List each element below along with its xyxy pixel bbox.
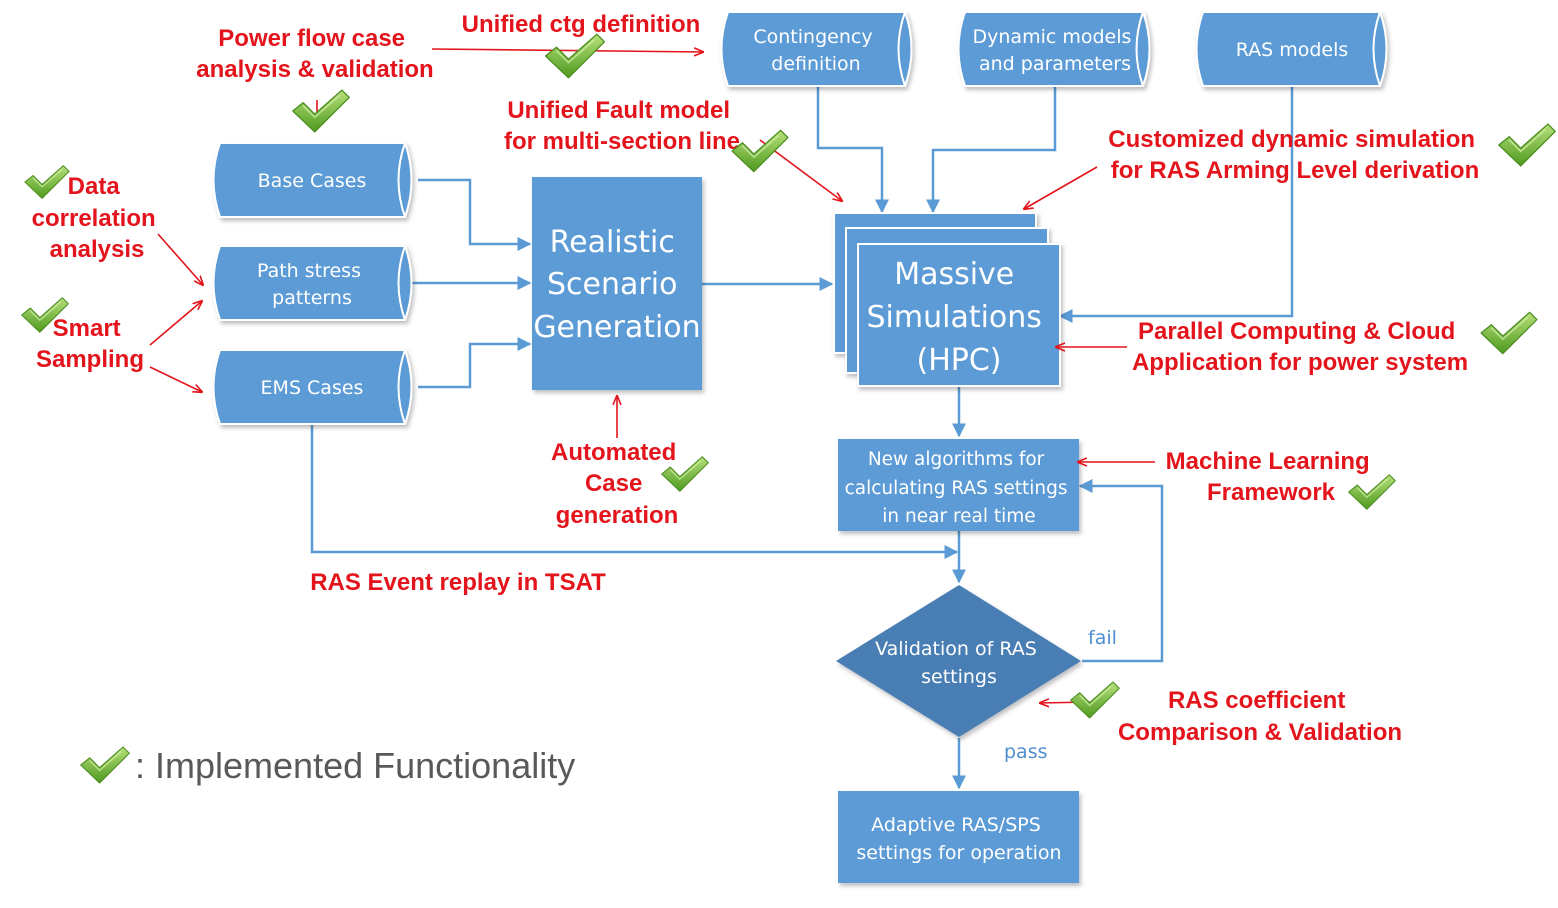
annotation-customized: Customized dynamic simulation for RAS Ar… — [1108, 126, 1481, 184]
path-stress-label: Path stress patterns — [257, 260, 367, 309]
check-icon — [80, 746, 130, 784]
connector-ras-models-to-massive — [1058, 86, 1294, 323]
adaptive-settings-node: Adaptive RAS/SPS settings for operation — [838, 791, 1079, 883]
dynamic-models-node: Dynamic models and parameters — [957, 11, 1151, 87]
arrow-customized — [1024, 166, 1098, 209]
base-cases-label: Base Cases — [258, 170, 367, 192]
massive-simulations-node: Massive Simulations (HPC) — [833, 212, 1061, 387]
connector-contingency-to-massive — [816, 86, 889, 214]
adaptive-settings-label: Adaptive RAS/SPS settings for operation — [856, 814, 1061, 864]
ems-cases-node: EMS Cases — [212, 349, 413, 425]
annotation-power-flow: Power flow case analysis & validation — [196, 25, 433, 83]
check-icon — [24, 165, 70, 199]
check-icon — [1480, 311, 1538, 355]
legend: : Implemented Functionality — [80, 745, 575, 786]
annotation-data-correlation: Data correlation analysis — [32, 173, 163, 263]
flow-connectors — [310, 86, 1294, 790]
connector-base-to-realistic — [418, 178, 532, 251]
annotation-arrows — [149, 49, 1155, 703]
annotation-unified-fault: Unified Fault model for multi-section li… — [504, 97, 740, 155]
realistic-scenario-label: Realistic Scenario Generation — [533, 225, 700, 345]
legend-text: : Implemented Functionality — [135, 745, 575, 786]
ras-models-node: RAS models — [1195, 11, 1388, 87]
base-cases-node: Base Cases — [212, 142, 413, 218]
annotation-smart-sampling: Smart Sampling — [36, 315, 144, 373]
ras-models-label: RAS models — [1236, 39, 1349, 61]
check-icon — [291, 89, 351, 133]
massive-simulations-label: Massive Simulations (HPC) — [867, 257, 1052, 378]
check-icon — [1497, 123, 1557, 167]
contingency-label: Contingency definition — [753, 26, 878, 75]
check-icon — [1070, 681, 1120, 719]
dynamic-models-label: Dynamic models and parameters — [973, 26, 1138, 75]
annotation-ras-coefficient: RAS coefficient Comparison & Validation — [1118, 687, 1402, 746]
contingency-definition-node: Contingency definition — [720, 11, 913, 87]
pass-label: pass — [1004, 741, 1048, 763]
fail-label: fail — [1088, 627, 1117, 649]
new-algorithms-node: New algorithms for calculating RAS setti… — [838, 439, 1079, 531]
connector-fail-loop — [1078, 479, 1164, 663]
arrow-power-flow — [431, 49, 703, 52]
arrow-smart-to-path — [149, 301, 202, 346]
annotation-machine-learning: Machine Learning Framework — [1166, 448, 1377, 506]
ems-cases-label: EMS Cases — [261, 377, 364, 399]
annotation-unified-ctg: Unified ctg definition — [462, 11, 701, 38]
validation-label: Validation of RAS settings — [875, 638, 1043, 688]
new-algorithms-label: New algorithms for calculating RAS setti… — [845, 449, 1074, 527]
path-stress-node: Path stress patterns — [212, 245, 413, 321]
connector-dynamic-to-massive — [926, 86, 1057, 214]
annotation-ras-event: RAS Event replay in TSAT — [310, 569, 606, 596]
annotation-parallel: Parallel Computing & Cloud Application f… — [1132, 318, 1468, 376]
validation-decision-node: Validation of RAS settings — [836, 585, 1081, 737]
arrow-smart-to-ems — [149, 366, 202, 392]
check-icon — [731, 129, 789, 173]
annotation-automated: Automated Case generation — [551, 439, 683, 529]
check-icon — [544, 33, 606, 79]
connector-ems-replay — [310, 424, 959, 559]
arrow-data-correlation — [157, 233, 203, 285]
check-icon — [1348, 474, 1396, 510]
connector-ems-to-realistic — [418, 337, 532, 389]
realistic-scenario-node: Realistic Scenario Generation — [532, 177, 702, 390]
